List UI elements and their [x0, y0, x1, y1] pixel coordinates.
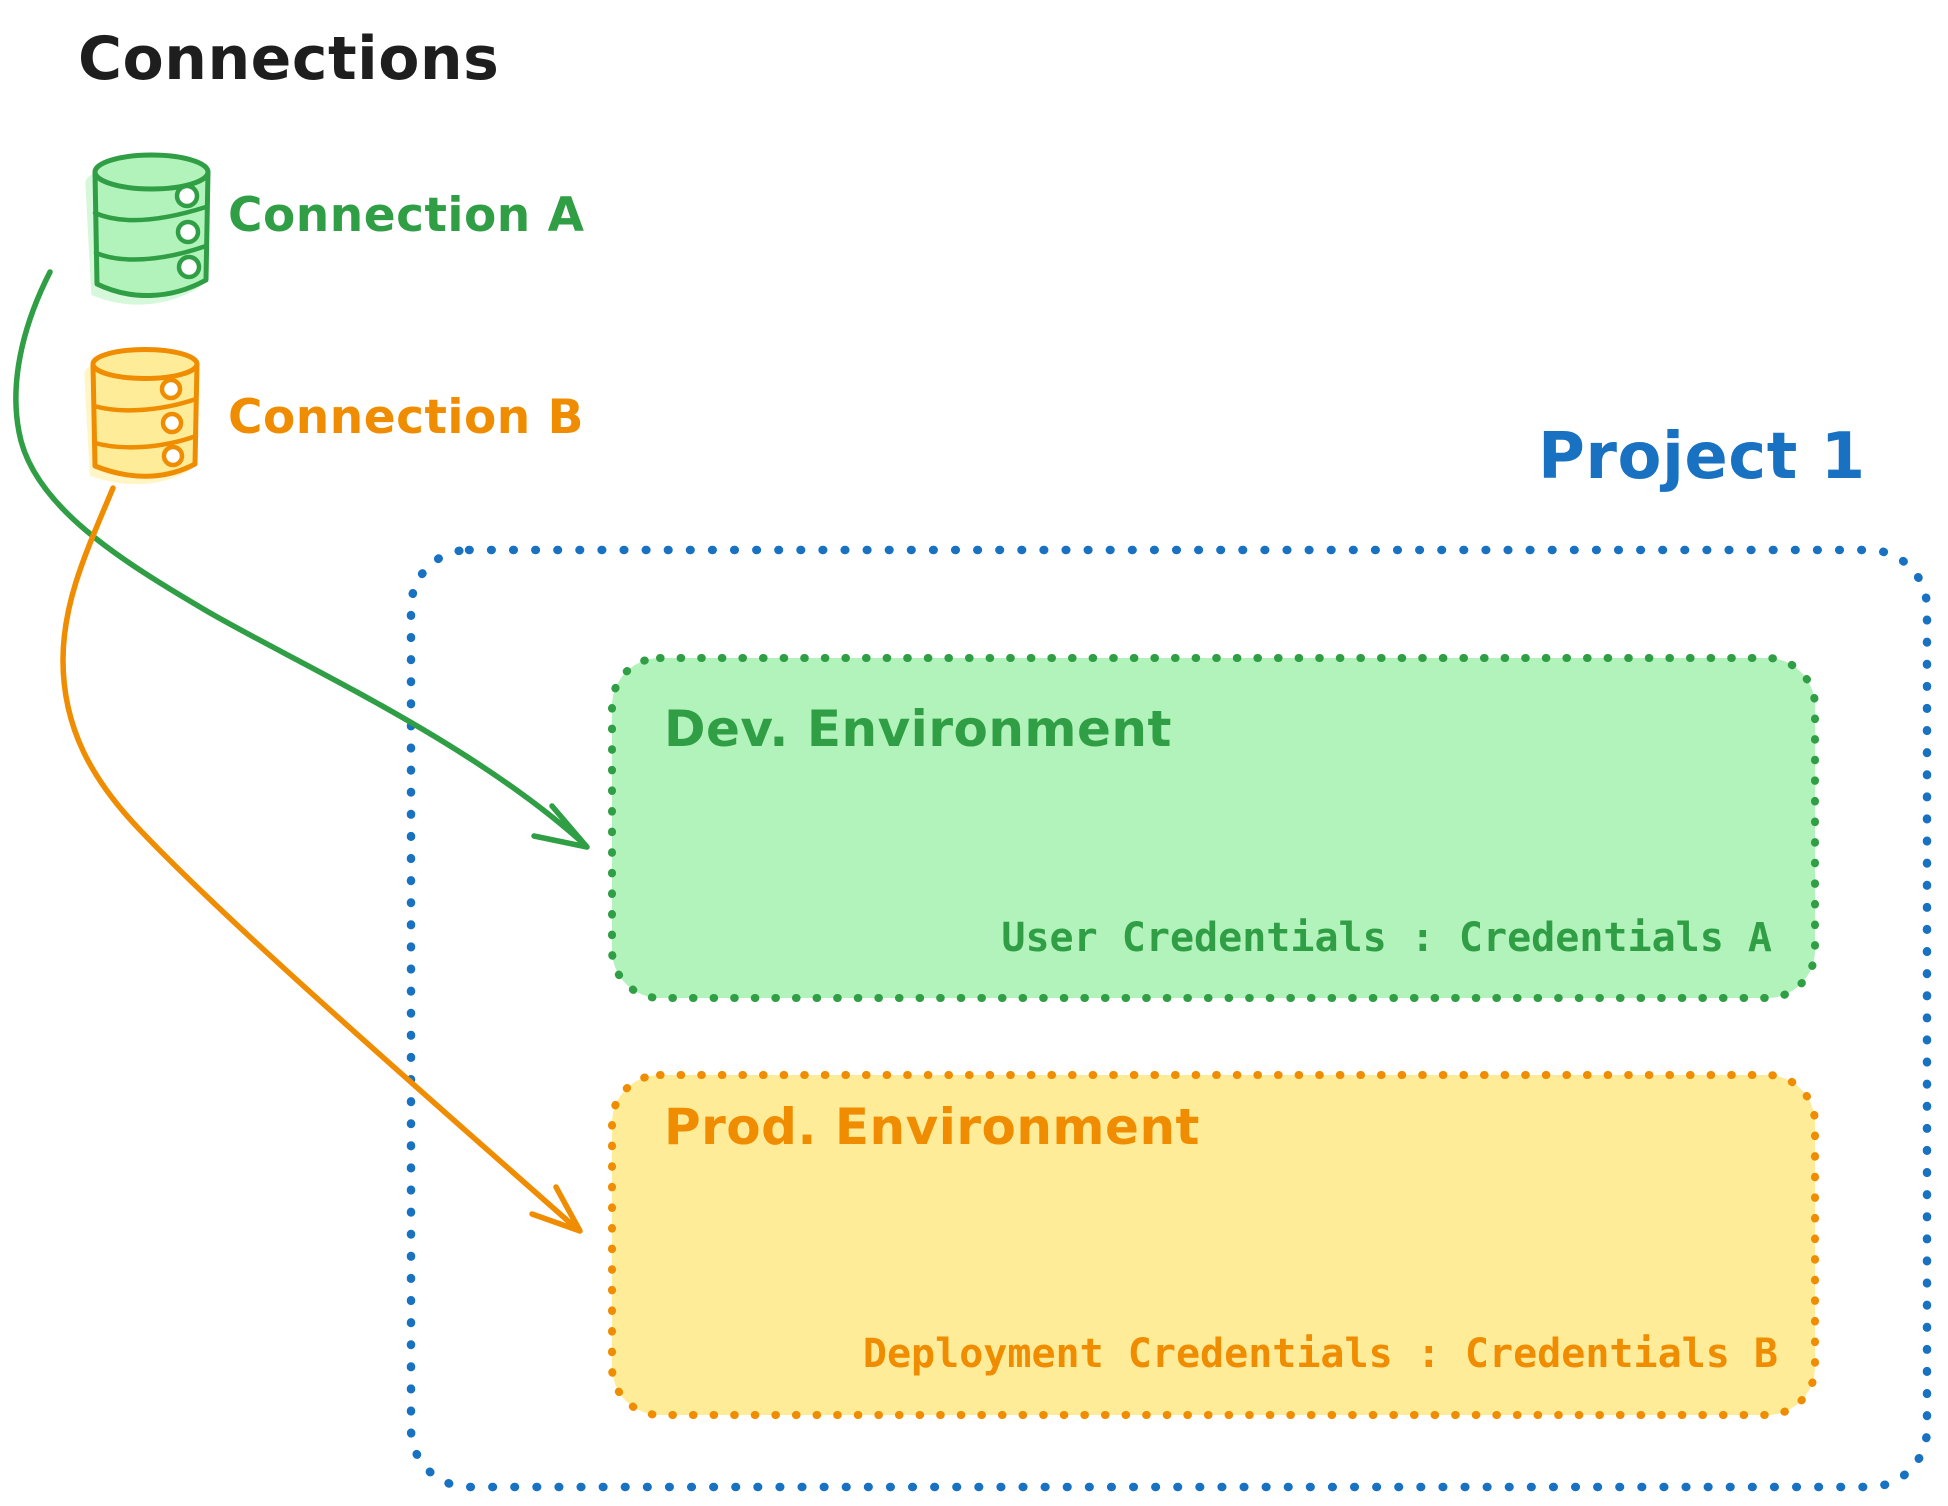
dev-environment-box	[608, 654, 1819, 1002]
database-icon-connection-a	[85, 152, 211, 305]
prod-environment-box	[608, 1071, 1819, 1419]
prod-environment-credentials: Deployment Credentials : Credentials B	[862, 1331, 1778, 1377]
database-icon-connection-b	[84, 347, 200, 485]
connection-a-label: Connection A	[228, 188, 585, 243]
dev-environment-title: Dev. Environment	[664, 700, 1172, 758]
arrow-connection-a-to-dev	[13, 269, 590, 850]
connection-b-label: Connection B	[228, 390, 584, 445]
project-box	[406, 545, 1932, 1492]
project-title: Project 1	[1538, 420, 1866, 494]
prod-environment-title: Prod. Environment	[664, 1098, 1200, 1156]
arrow-connection-b-to-prod	[60, 485, 583, 1234]
diagram-title: Connections	[78, 24, 500, 94]
dev-environment-credentials: User Credentials : Credentials A	[1001, 915, 1772, 961]
